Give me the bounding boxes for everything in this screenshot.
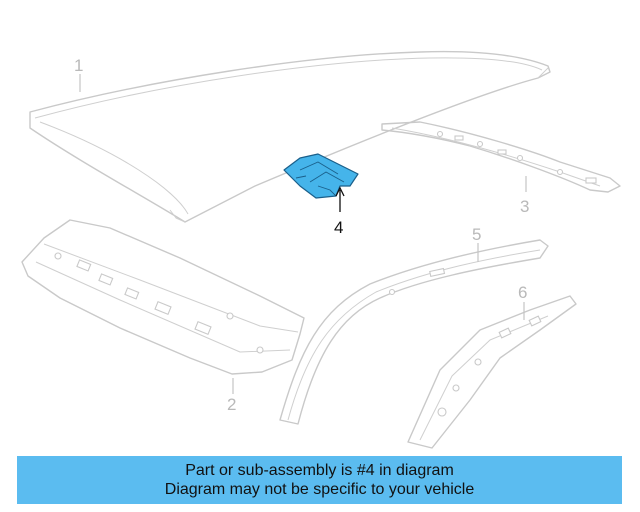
callout-6: 6 bbox=[518, 283, 527, 302]
callout-1: 1 bbox=[74, 56, 83, 75]
windshield-pillar-part bbox=[279, 239, 549, 425]
pillar-reinforcement-part bbox=[407, 295, 577, 449]
callout-4: 4 bbox=[334, 218, 343, 237]
callout-2: 2 bbox=[227, 395, 236, 414]
part-info-banner: Part or sub-assembly is #4 in diagram Di… bbox=[17, 456, 622, 504]
banner-line-disclaimer: Diagram may not be specific to your vehi… bbox=[164, 481, 475, 498]
roof-rail-part bbox=[381, 121, 621, 193]
banner-line-part: Part or sub-assembly is #4 in diagram bbox=[185, 462, 454, 479]
roof-parts-diagram: 1 2 3 4 5 6 bbox=[21, 50, 621, 449]
roof-bracket-highlighted-part bbox=[283, 153, 359, 199]
callout-5: 5 bbox=[472, 225, 481, 244]
callout-3: 3 bbox=[520, 197, 529, 216]
rear-header-panel-part bbox=[21, 219, 305, 375]
callout-arrow-4 bbox=[335, 186, 345, 197]
roof-panel-part bbox=[29, 50, 551, 223]
